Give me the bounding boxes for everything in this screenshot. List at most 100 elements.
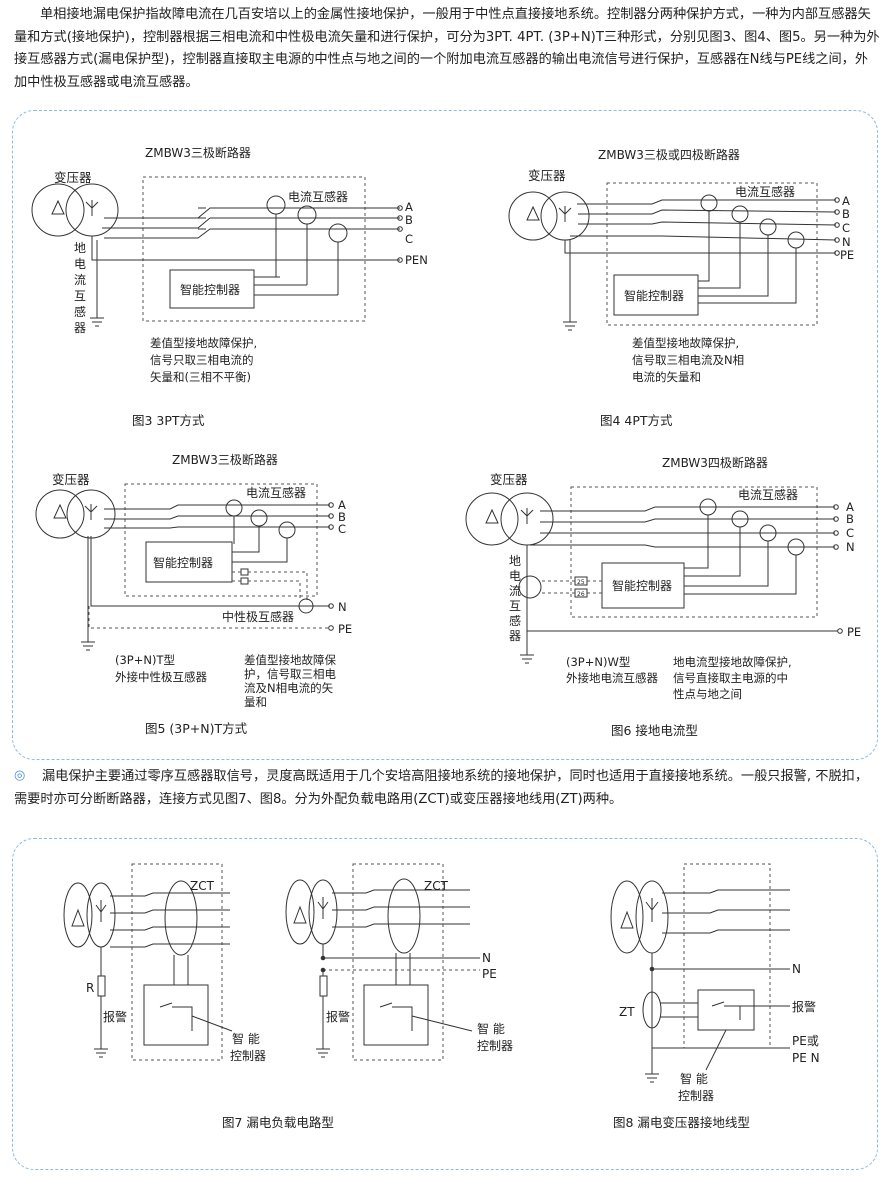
fig4-wye-symbol: [558, 206, 572, 222]
fig3-controller-label: 智能控制器: [180, 282, 240, 297]
fig6-phase-lines: [530, 506, 835, 548]
figure-6-ground-current: ZMBW3四极断路器 变压器 电流互感器 智能控制器 25 26: [465, 455, 861, 738]
fig3-gct-5: 感: [74, 304, 86, 319]
fig4-controller-label: 智能控制器: [624, 288, 684, 303]
fig7b-n-label: N: [482, 951, 491, 965]
fig8-pe-label-2: PE N: [792, 1051, 820, 1065]
fig6-delta-symbol: [485, 508, 499, 524]
fig4-terminal-a: [834, 197, 840, 203]
fig5-ct-wires: [232, 516, 288, 563]
fig3-phase-lines: [91, 207, 400, 261]
fig6-line-b: B: [846, 512, 854, 526]
fig5-note-3: 流及N相电流的矢: [244, 681, 334, 695]
fig4-terminal-b: [834, 209, 840, 215]
fig5-ct-c: [278, 521, 296, 539]
fig7b-breaker-outline: [352, 863, 444, 1061]
fig7b-zct-label: ZCT: [424, 879, 449, 893]
fig5-terminal-b: [328, 513, 334, 519]
fig4-line-c: C: [842, 221, 850, 235]
fig7a-resistor: [97, 975, 106, 997]
fig6-terminal-c: [833, 530, 839, 536]
fig6-transformer-coil-primary: [465, 492, 519, 546]
fig6-gct-6: 器: [509, 629, 521, 643]
fig5-neutral-ct: [298, 598, 314, 614]
fig5-wye-symbol: [84, 504, 98, 520]
fig6-note-2: 信号直接取主电源的中: [673, 671, 788, 685]
fig3-controller: [169, 269, 255, 309]
fig5-terminal-c: [328, 524, 334, 530]
figure-panel-3-6: [12, 110, 878, 760]
fig6-ct-wires: [684, 515, 797, 595]
fig3-gct-4: 互: [74, 289, 86, 303]
fig3-terminal-a: [397, 205, 403, 211]
figure-3-3pt: ZMBW3三极断路器 变压器 电流互感器 智能控制器 A B C PEN 地 电: [31, 145, 428, 428]
fig6-transformer-label: 变压器: [490, 472, 528, 487]
fig5-terminal-block-2: [240, 577, 249, 585]
fig6-terminal-b: [833, 516, 839, 522]
fig8-phase-lines: [651, 889, 790, 970]
fig7a-ctrl-1: 智 能: [232, 1031, 260, 1046]
fig4-ground-symbol: [563, 240, 577, 331]
fig4-transformer-coil-primary: [508, 191, 558, 241]
fig8-transformer-coil-primary: [610, 880, 644, 954]
fig7a-alarm-contact: [159, 1002, 193, 1031]
fig3-note-2: 信号只取三相电流的: [150, 353, 254, 367]
fig6-ground-ct-wires: [542, 580, 602, 594]
fig3-ground-symbol: [90, 240, 104, 327]
fig8-controller: [697, 989, 755, 1031]
fig8-caption: 图8 漏电变压器接地线型: [613, 1115, 750, 1130]
fig4-terminal-n: [834, 237, 840, 243]
fig7a-alarm-label: 报警: [103, 1009, 127, 1024]
fig6-controller: [601, 562, 685, 609]
fig6-gct-3: 流: [509, 584, 521, 598]
fig7a-zct: [164, 880, 198, 956]
fig5-neutral-ct-label: 中性极互感器: [222, 609, 294, 624]
fig4-terminal-c: [834, 222, 840, 228]
fig4-breaker-outline: [606, 182, 818, 326]
fig3-gct-3: 流: [74, 273, 86, 287]
fig6-wye-symbol: [520, 508, 534, 524]
fig5-terminal-block-1: [240, 568, 249, 576]
fig3-gct-2: 电: [74, 257, 86, 271]
fig4-phase-lines: [564, 199, 837, 254]
fig3-ct-b: [297, 205, 317, 225]
fig4-ct-b: [731, 205, 749, 223]
fig3-line-pen: PEN: [405, 253, 428, 267]
fig5-breaker-outline: [124, 483, 318, 597]
fig3-wye-symbol: [85, 200, 99, 216]
fig3-ct-label: 电流互感器: [288, 189, 348, 204]
fig5-line-c: C: [338, 522, 346, 536]
figure-panel-7-8: [12, 838, 878, 1170]
fig5-breaker-title: ZMBW3三极断路器: [172, 452, 278, 467]
figure-4-4pt: ZMBW3三极或四极断路器 变压器 电流互感器 智能控制器 A B C N PE: [508, 147, 854, 428]
fig6-type-1: (3P+N)W型: [566, 655, 630, 669]
fig8-n-label: N: [792, 962, 801, 976]
fig7a-ctrl-2: 控制器: [230, 1049, 266, 1063]
fig7a-pointer: [191, 1015, 233, 1032]
fig4-note-1: 差值型接地故障保护,: [632, 336, 739, 350]
figure-5-3pnt: ZMBW3三极断路器 变压器 电流互感器 智能控制器 A B C N: [35, 452, 352, 736]
fig3-ct-a: [266, 195, 286, 215]
fig4-note-2: 信号取三相电流及N相: [632, 353, 744, 367]
fig8-zt-label: ZT: [619, 1005, 635, 1019]
fig8-ctrl-1: 智 能: [680, 1071, 708, 1086]
fig3-gct-6: 器: [74, 321, 86, 335]
intro-paragraph: 单相接地漏电保护指故障电流在几百安培以上的金属性接地保护，一般用于中性点直接接地…: [14, 7, 880, 90]
fig6-terminal-n: [833, 544, 839, 550]
leakage-paragraph: 漏电保护主要通过零序互感器取信号，灵度高既适用于几个安培高阻接地系统的接地保护，…: [14, 769, 869, 807]
fig3-transformer-coil-primary: [31, 183, 85, 237]
fig5-line-pe: PE: [338, 622, 352, 636]
fig7a-controller: [143, 984, 209, 1046]
fig4-breaker-title: ZMBW3三极或四极断路器: [598, 147, 740, 162]
fig7a-zct-wires: [173, 955, 189, 985]
fig6-gct-5: 感: [509, 613, 521, 628]
fig5-ct-a: [225, 499, 243, 517]
fig7b-zct-wires: [395, 953, 411, 985]
fig6-terminal-25-label: 25: [577, 579, 585, 586]
fig4-caption: 图4 4PT方式: [600, 413, 673, 428]
fig7b-transformer-coil-primary: [285, 879, 315, 945]
fig7a-transformer-coil-primary: [63, 882, 93, 948]
bullet-icon: ◎: [14, 768, 26, 783]
fig7b-ctrl-2: 控制器: [477, 1039, 513, 1053]
